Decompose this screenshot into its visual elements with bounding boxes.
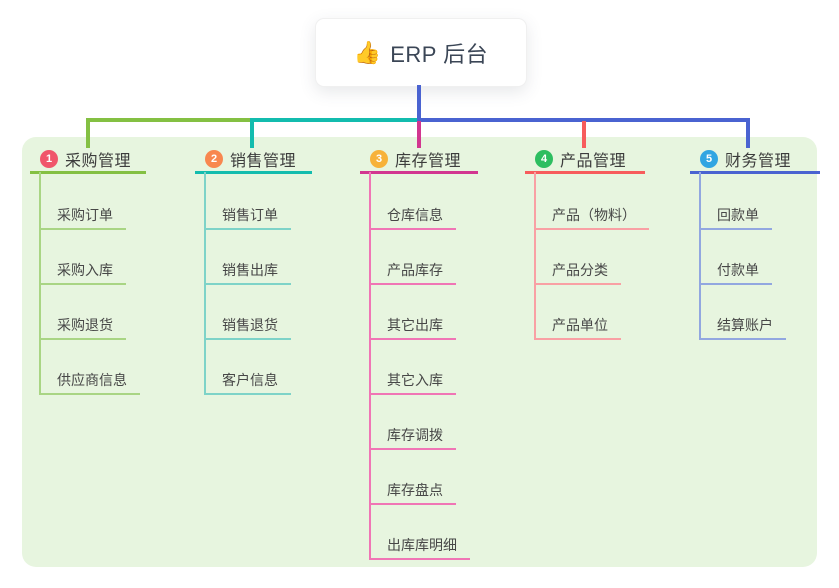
child-node[interactable]: 结算账户 (699, 314, 786, 340)
branches-panel (22, 137, 817, 567)
branch-number-badge: 5 (700, 150, 718, 168)
branch-number-badge: 3 (370, 150, 388, 168)
child-node[interactable]: 产品单位 (534, 314, 621, 340)
branch-number-badge: 2 (205, 150, 223, 168)
branch-node-label: 库存管理 (395, 153, 462, 170)
trunk-segment-teal (250, 118, 421, 122)
child-node[interactable]: 采购退货 (39, 314, 126, 340)
child-node[interactable]: 回款单 (699, 204, 772, 230)
child-node[interactable]: 销售退货 (204, 314, 291, 340)
child-node[interactable]: 产品库存 (369, 259, 456, 285)
branch-drop-line (86, 121, 90, 148)
child-node[interactable]: 其它出库 (369, 314, 456, 340)
branch-node-4[interactable]: 4 产品管理 (525, 147, 645, 174)
root-node[interactable]: 👍 ERP 后台 (315, 18, 527, 87)
child-node[interactable]: 供应商信息 (39, 369, 140, 395)
branch-child-spine (369, 172, 371, 560)
thumbs-up-icon: 👍 (353, 39, 382, 65)
child-node[interactable]: 出库库明细 (369, 534, 470, 560)
branch-drop-line (746, 121, 750, 148)
branch-number-badge: 4 (535, 150, 553, 168)
child-node[interactable]: 仓库信息 (369, 204, 456, 230)
child-node[interactable]: 采购入库 (39, 259, 126, 285)
branch-node-2[interactable]: 2 销售管理 (195, 147, 312, 174)
child-node[interactable]: 付款单 (699, 259, 772, 285)
child-node[interactable]: 采购订单 (39, 204, 126, 230)
branch-node-3[interactable]: 3 库存管理 (360, 147, 478, 174)
branch-drop-line (582, 121, 586, 148)
trunk-segment-green (86, 118, 254, 122)
child-node[interactable]: 销售出库 (204, 259, 291, 285)
branch-node-label: 销售管理 (230, 153, 297, 170)
branch-node-5[interactable]: 5 财务管理 (690, 147, 820, 174)
child-node[interactable]: 产品分类 (534, 259, 621, 285)
branch-number-badge: 1 (40, 150, 58, 168)
trunk-segment-blue (417, 118, 750, 122)
child-node[interactable]: 其它入库 (369, 369, 456, 395)
child-node[interactable]: 产品（物料） (534, 204, 649, 230)
branch-child-spine (534, 172, 536, 340)
child-node[interactable]: 库存盘点 (369, 479, 456, 505)
branch-drop-line (417, 121, 421, 148)
branch-node-label: 产品管理 (560, 153, 627, 170)
child-node[interactable]: 库存调拨 (369, 424, 456, 450)
root-node-title: ERP 后台 (390, 41, 489, 67)
root-connector-line (417, 85, 421, 121)
branch-drop-line (250, 121, 254, 148)
branch-node-1[interactable]: 1 采购管理 (30, 147, 146, 174)
branch-node-label: 财务管理 (725, 153, 792, 170)
branch-child-spine (699, 172, 701, 340)
child-node[interactable]: 客户信息 (204, 369, 291, 395)
child-node[interactable]: 销售订单 (204, 204, 291, 230)
branch-node-label: 采购管理 (65, 153, 132, 170)
